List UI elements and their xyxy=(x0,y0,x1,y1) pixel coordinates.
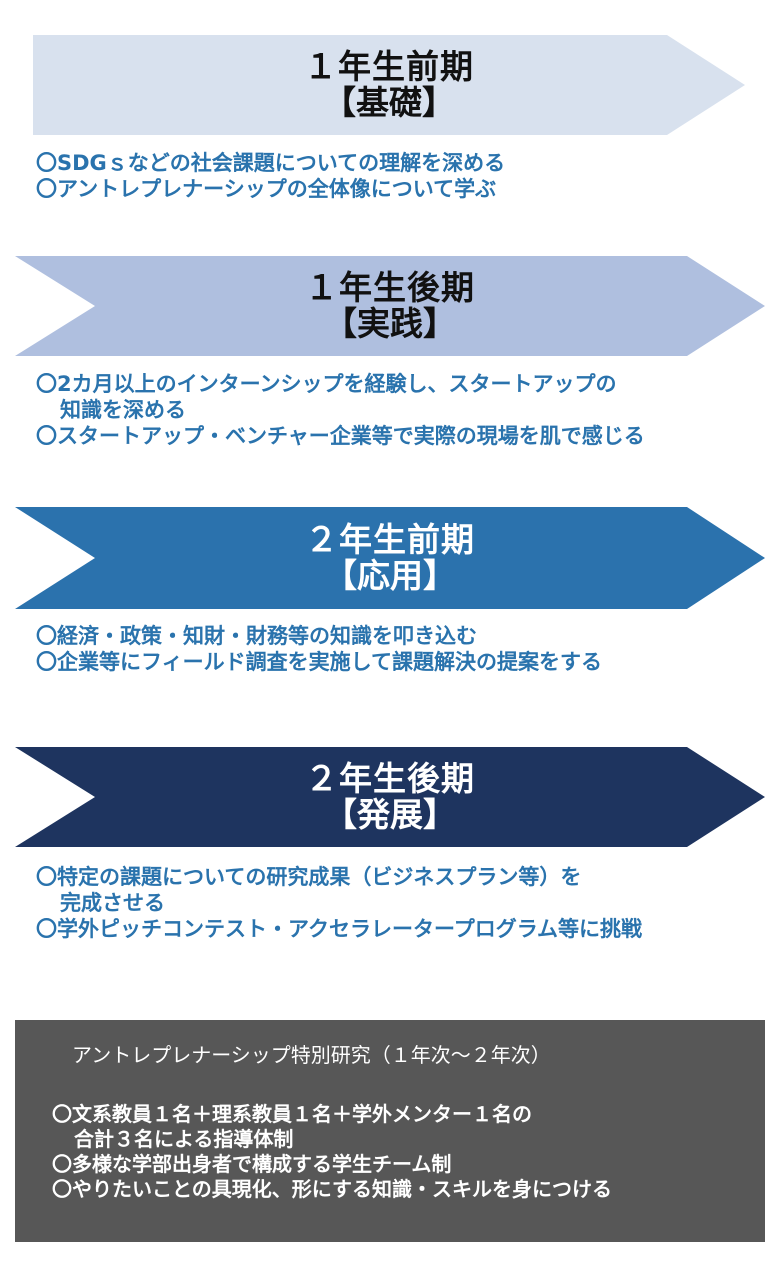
research-line-1: 〇文系教員１名＋理系教員１名＋学外メンター１名の xyxy=(52,1102,532,1126)
stage3-description: 〇経済・政策・知財・財務等の知識を叩き込む 〇企業等にフィールド調査を実施して課… xyxy=(36,623,776,675)
stage2-label: １年生後期 【実践】 xyxy=(15,255,765,357)
stage1-label: １年生前期 【基礎】 xyxy=(33,34,745,136)
stage1-title: １年生前期 xyxy=(304,47,474,86)
stage3-line-1: 〇経済・政策・知財・財務等の知識を叩き込む xyxy=(36,624,477,648)
stage3-title: ２年生前期 xyxy=(305,520,475,559)
stage3-subtitle: 【応用】 xyxy=(324,556,456,595)
stage1-line-1: 〇SDGｓなどの社会課題についての理解を深める xyxy=(36,151,506,175)
research-box: アントレプレナーシップ特別研究（１年次～２年次） 〇文系教員１名＋理系教員１名＋… xyxy=(15,1020,765,1242)
stage3-label: ２年生前期 【応用】 xyxy=(15,507,765,609)
stage1-description: 〇SDGｓなどの社会課題についての理解を深める 〇アントレプレナーシップの全体像… xyxy=(36,150,776,202)
stage1-subtitle: 【基礎】 xyxy=(323,83,455,122)
stage4-line-1: 〇特定の課題についての研究成果（ビジネスプラン等）を xyxy=(36,865,582,889)
stage4-title: ２年生後期 xyxy=(305,759,475,798)
stage3-arrow xyxy=(15,507,765,609)
research-line-3: 〇多様な学部出身者で構成する学生チーム制 xyxy=(52,1152,452,1176)
stage4-arrow xyxy=(15,747,765,847)
stage4-subtitle: 【発展】 xyxy=(324,795,456,834)
research-items: 〇文系教員１名＋理系教員１名＋学外メンター１名の 合計３名による指導体制 〇多様… xyxy=(52,1102,612,1202)
stage2-arrow xyxy=(15,256,765,356)
stage4-description: 〇特定の課題についての研究成果（ビジネスプラン等）を 完成させる 〇学外ピッチコ… xyxy=(36,864,776,942)
stage2-description: 〇2カ月以上のインターンシップを経験し、スタートアップの 知識を深める 〇スター… xyxy=(36,371,776,449)
stage1-line-2: 〇アントレプレナーシップの全体像について学ぶ xyxy=(36,177,497,201)
research-title: アントレプレナーシップ特別研究（１年次～２年次） xyxy=(72,1043,551,1067)
research-line-4: 〇やりたいことの具現化、形にする知識・スキルを身につける xyxy=(52,1177,612,1201)
research-line-2: 合計３名による指導体制 xyxy=(74,1127,294,1151)
stage4-line-3: 〇学外ピッチコンテスト・アクセラレータープログラム等に挑戦 xyxy=(36,917,643,941)
stage1-arrow xyxy=(33,35,745,135)
stage2-line-3: 〇スタートアップ・ベンチャー企業等で実際の現場を肌で感じる xyxy=(36,424,645,448)
stage2-line-1: 〇2カ月以上のインターンシップを経験し、スタートアップの xyxy=(36,372,617,396)
stage2-title: １年生後期 xyxy=(305,268,475,307)
stage3-line-2: 〇企業等にフィールド調査を実施して課題解決の提案をする xyxy=(36,650,602,674)
stage4-line-2: 完成させる xyxy=(60,891,165,915)
stage2-line-2: 知識を深める xyxy=(60,398,186,422)
stage4-label: ２年生後期 【発展】 xyxy=(15,746,765,848)
stage2-subtitle: 【実践】 xyxy=(324,304,456,343)
